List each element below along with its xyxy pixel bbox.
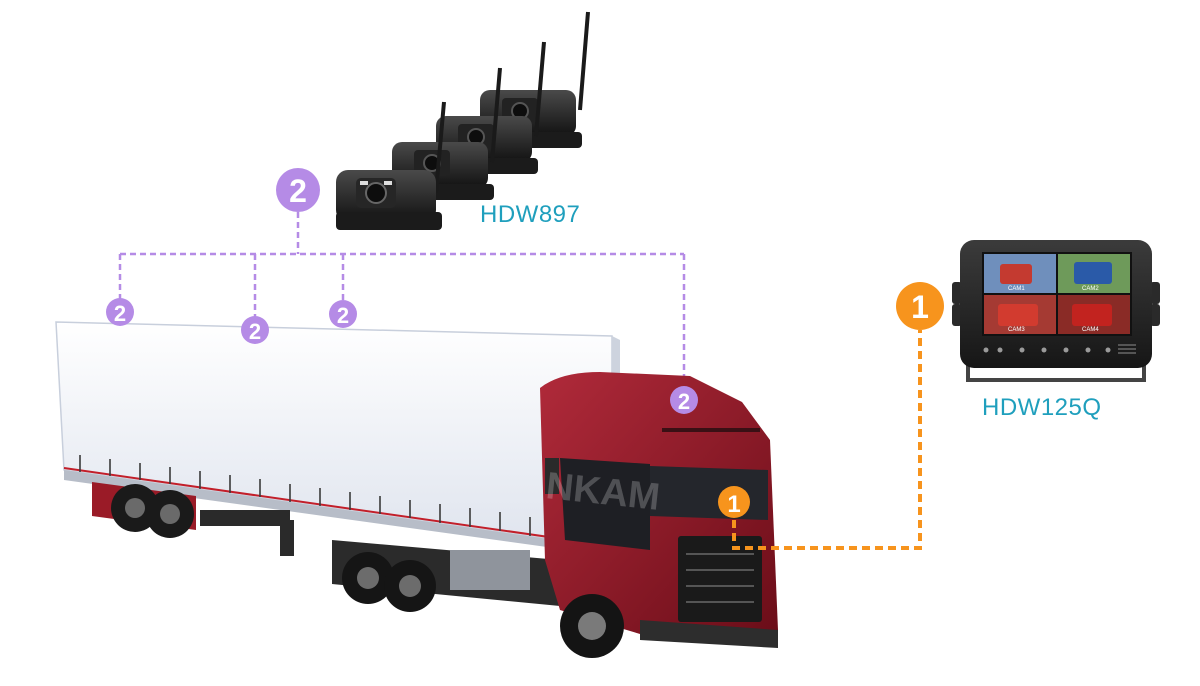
camera-mount-marker-1: 2 xyxy=(106,298,134,326)
trailer-wheels xyxy=(92,482,196,538)
monitor-cam-label-4: CAM4 xyxy=(1082,327,1099,333)
antenna xyxy=(434,101,446,193)
camera-link-lines xyxy=(118,212,686,390)
camera-mount-marker-3: 2 xyxy=(329,300,357,328)
svg-text:2: 2 xyxy=(114,301,126,326)
monitor-model-label: HDW125Q xyxy=(982,394,1102,421)
monitor-cam-label-2: CAM2 xyxy=(1082,286,1099,292)
monitor-cam-label-1: CAM1 xyxy=(1008,286,1025,292)
svg-text:1: 1 xyxy=(727,491,740,518)
monitor-device: CAM1 CAM2 CAM3 CAM4 xyxy=(952,240,1160,382)
badge-cameras-number: 2 xyxy=(289,173,307,209)
svg-text:2: 2 xyxy=(249,319,261,344)
wireless-cameras xyxy=(336,11,590,230)
antenna xyxy=(490,67,502,163)
svg-text:2: 2 xyxy=(337,303,349,328)
camera-unit-1 xyxy=(336,101,446,230)
badge-monitor-number: 1 xyxy=(911,289,929,325)
badge-cameras: 2 xyxy=(276,168,320,212)
badge-monitor: 1 xyxy=(896,282,944,330)
antenna xyxy=(534,41,546,137)
monitor-cam-label-3: CAM3 xyxy=(1008,327,1025,333)
monitor-link-lines xyxy=(732,330,922,550)
svg-text:2: 2 xyxy=(678,389,690,414)
camera-mount-marker-4: 2 xyxy=(670,386,698,414)
monitor-buttons xyxy=(983,347,1111,353)
cab-camera-marker: 1 xyxy=(718,486,750,518)
camera-mount-marker-2: 2 xyxy=(241,316,269,344)
antenna xyxy=(578,11,590,111)
truck-cab xyxy=(332,372,778,658)
camera-model-label: HDW897 xyxy=(480,201,581,228)
